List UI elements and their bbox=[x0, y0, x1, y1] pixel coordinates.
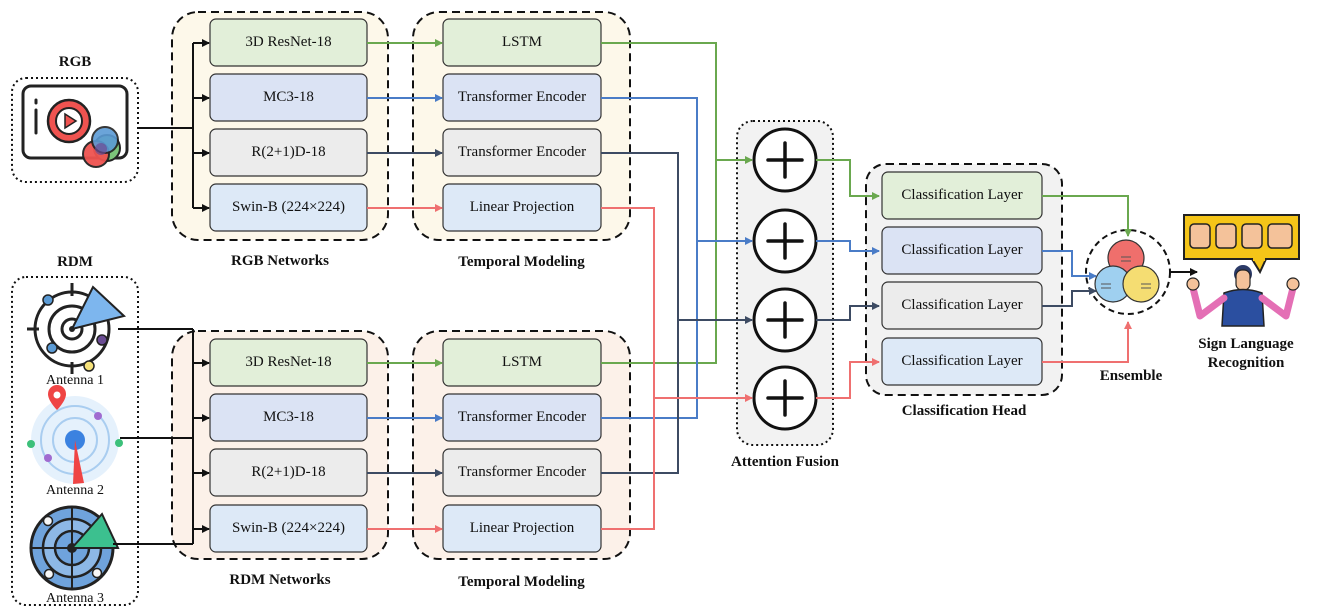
temporal-to-fusion-connectors bbox=[601, 42, 753, 530]
rgb-temporal-label: Temporal Modeling bbox=[458, 254, 585, 270]
fusion-add-nodes bbox=[752, 127, 818, 431]
rdm-networks-label: RDM Networks bbox=[229, 572, 331, 588]
attention-fusion-label: Attention Fusion bbox=[731, 454, 839, 470]
classification-layer-3: Classification Layer bbox=[901, 297, 1023, 313]
rdm-input-connectors bbox=[113, 328, 210, 545]
rgb-network-3: R(2+1)D-18 bbox=[251, 144, 326, 160]
rdm-network-boxes bbox=[209, 338, 368, 553]
output-label: Sign Language Recognition bbox=[1176, 335, 1316, 373]
rdm-temporal-group bbox=[412, 330, 631, 560]
fusion-to-classification-connectors bbox=[816, 159, 880, 399]
antenna-3-radar-icon bbox=[29, 505, 120, 591]
attention-fusion-group bbox=[736, 120, 834, 446]
output-label-line-1: Sign Language bbox=[1198, 336, 1294, 352]
classification-layer-1: Classification Layer bbox=[901, 187, 1023, 203]
rgb-temporal-group bbox=[412, 11, 631, 241]
rgb-temporal-2: Transformer Encoder bbox=[457, 89, 587, 105]
output-label-line-2: Recognition bbox=[1207, 355, 1285, 371]
rgb-input-title: RGB bbox=[58, 54, 92, 70]
antenna-1-label: Antenna 1 bbox=[46, 373, 104, 388]
classification-head-group bbox=[865, 163, 1063, 396]
antenna-2-label: Antenna 2 bbox=[46, 483, 104, 498]
rdm-temporal-3: Transformer Encoder bbox=[457, 464, 587, 480]
rgb-network-4: Swin-B (224×224) bbox=[231, 199, 346, 215]
classification-layer-2: Classification Layer bbox=[901, 242, 1023, 258]
classification-head-label: Classification Head bbox=[901, 403, 1027, 419]
rdm-input-title: RDM bbox=[57, 254, 93, 270]
rdm-network-2: MC3-18 bbox=[263, 409, 314, 425]
rgb-network-2: MC3-18 bbox=[263, 89, 314, 105]
rgb-networks-group bbox=[171, 11, 389, 241]
rgb-network-boxes bbox=[209, 18, 368, 232]
ensemble-label: Ensemble bbox=[1099, 368, 1163, 384]
rgb-temporal-4: Linear Projection bbox=[469, 199, 575, 215]
rdm-network-3: R(2+1)D-18 bbox=[251, 464, 326, 480]
antenna-3-label: Antenna 3 bbox=[46, 591, 104, 606]
classification-layer-4: Classification Layer bbox=[901, 353, 1023, 369]
antenna-1-radar-icon bbox=[27, 283, 127, 374]
rdm-temporal-boxes bbox=[442, 338, 602, 553]
classification-to-ensemble-connectors bbox=[1042, 195, 1132, 363]
rgb-temporal-1: LSTM bbox=[501, 34, 542, 50]
sign-language-illustration bbox=[1183, 214, 1300, 327]
rgb-network-1: 3D ResNet-18 bbox=[245, 34, 332, 50]
ensemble-venn-icon bbox=[1094, 239, 1160, 303]
classification-layer-boxes bbox=[881, 171, 1043, 386]
rdm-temporal-4: Linear Projection bbox=[469, 520, 575, 536]
rdm-temporal-2: Transformer Encoder bbox=[457, 409, 587, 425]
network-to-temporal-connectors bbox=[367, 39, 443, 533]
rdm-network-1: 3D ResNet-18 bbox=[245, 354, 332, 370]
rgb-temporal-3: Transformer Encoder bbox=[457, 144, 587, 160]
rdm-temporal-label: Temporal Modeling bbox=[458, 574, 585, 590]
rgb-video-icon bbox=[21, 84, 129, 168]
antenna-2-radar-icon bbox=[27, 385, 123, 484]
rdm-networks-group bbox=[171, 330, 389, 560]
rgb-input-connectors bbox=[138, 39, 210, 212]
rdm-temporal-1: LSTM bbox=[501, 354, 542, 370]
rdm-network-4: Swin-B (224×224) bbox=[231, 520, 346, 536]
rgb-networks-label: RGB Networks bbox=[231, 253, 329, 269]
